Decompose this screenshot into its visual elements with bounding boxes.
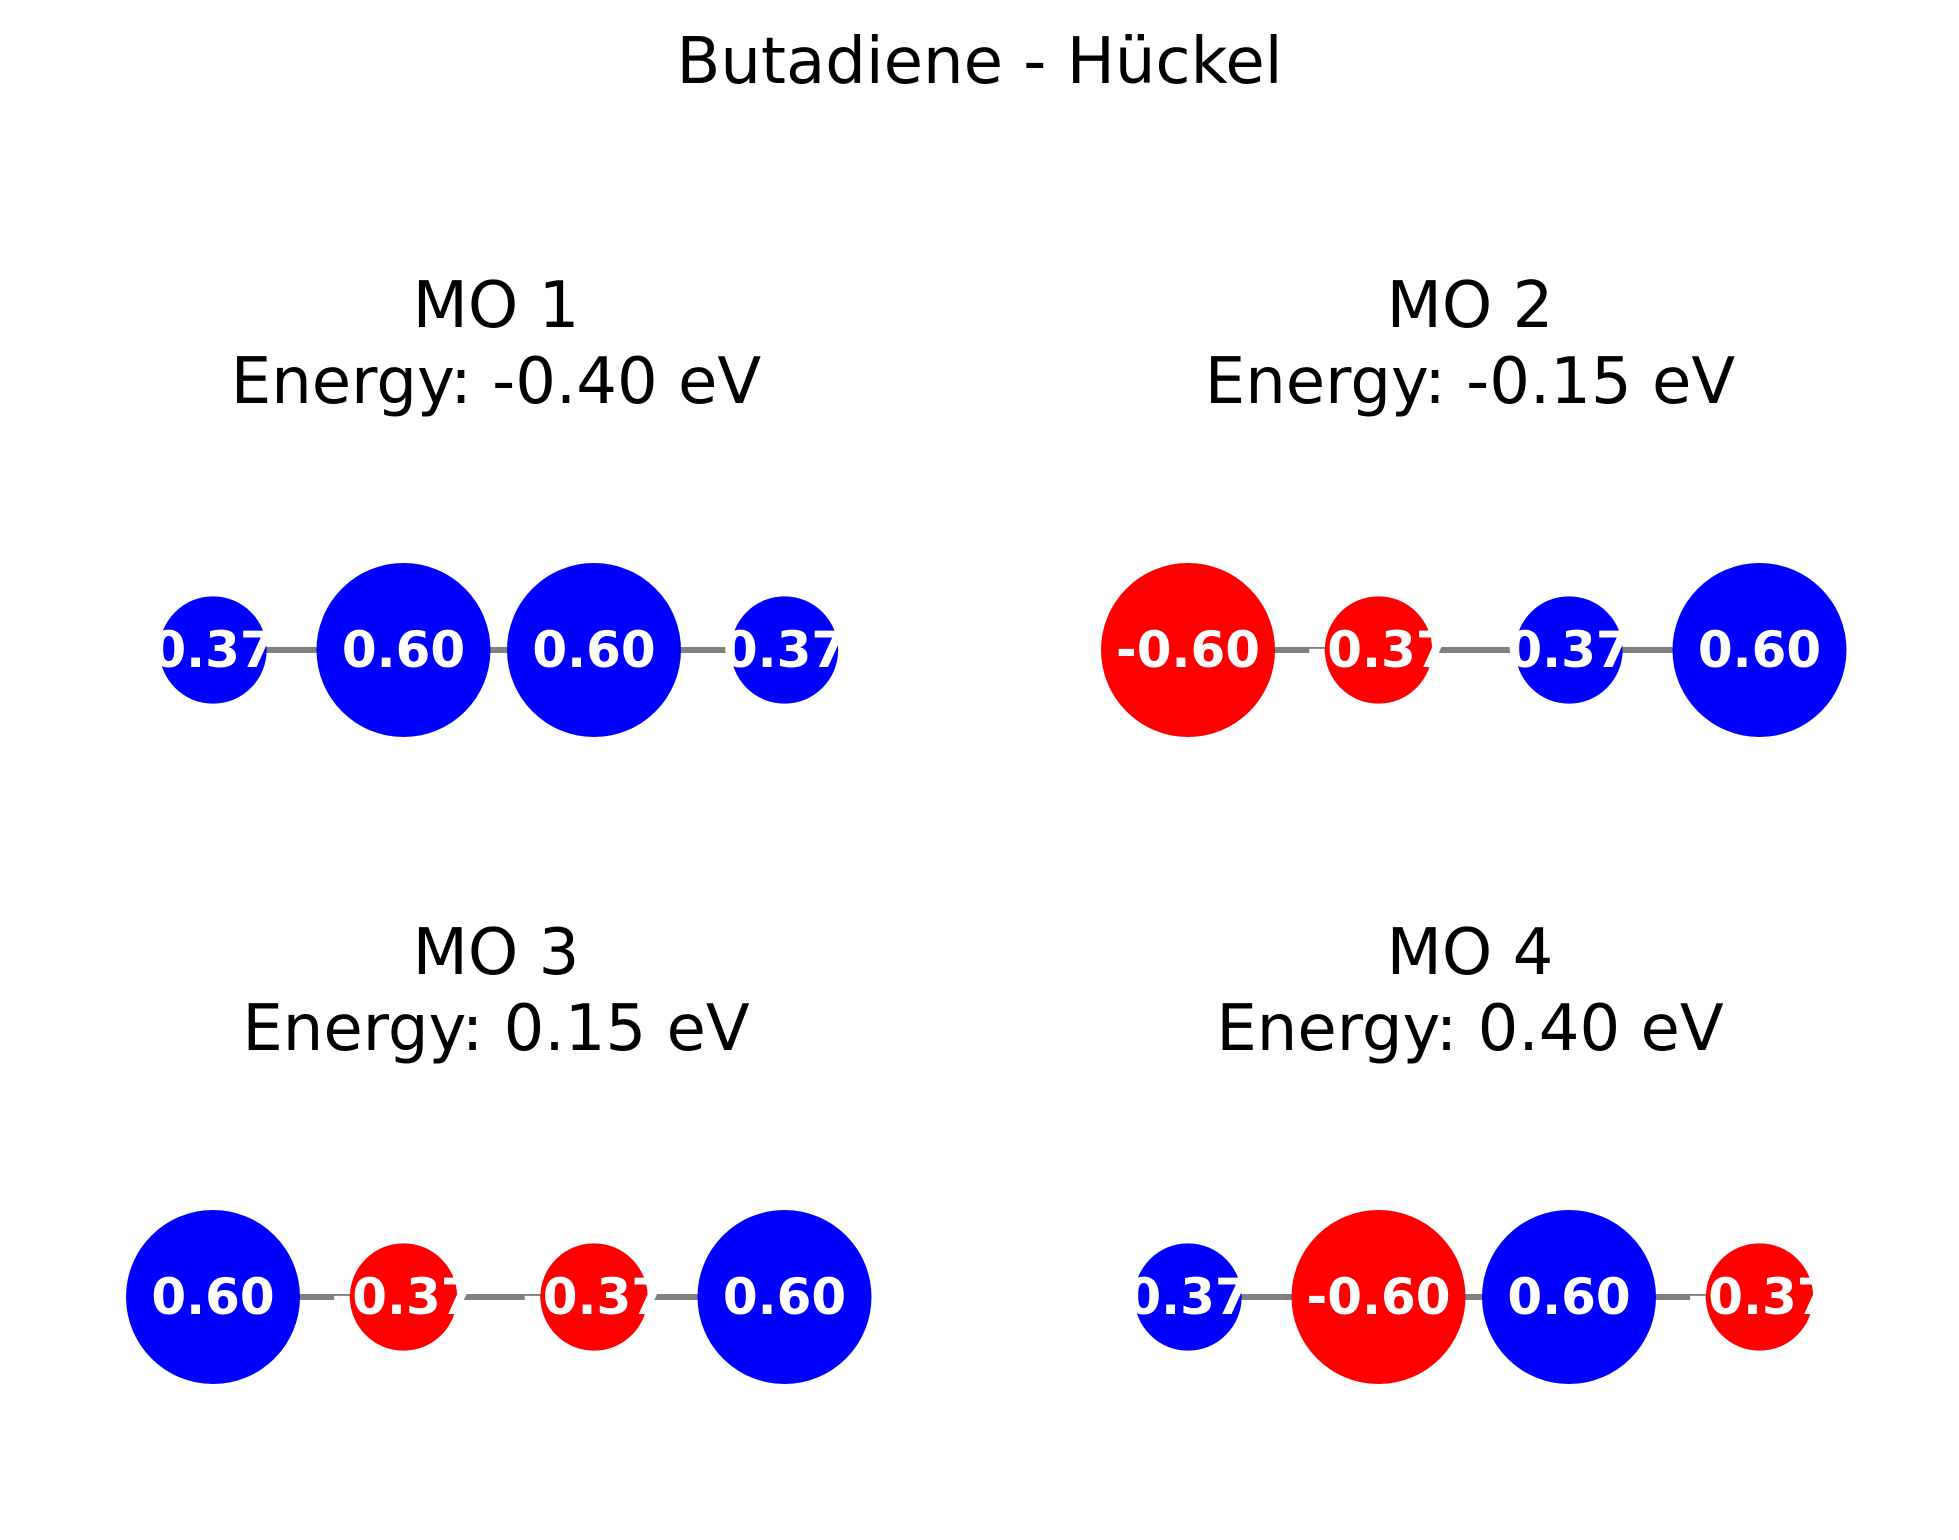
mo1-name: MO 1 — [412, 269, 580, 343]
atom-4-lobe — [1672, 563, 1847, 737]
atom-4-coefficient-label: 0.37 — [723, 621, 846, 679]
atom-1-coefficient-label: -0.60 — [1116, 621, 1260, 679]
mo2-title: MO 2 Energy: -0.15 eV — [1020, 268, 1920, 420]
mo2-name: MO 2 — [1386, 269, 1554, 343]
atom-4-coefficient-label: 0.60 — [1698, 621, 1821, 679]
atom-2-lobe — [1291, 1210, 1466, 1384]
figure-title: Butadiene - Hückel — [676, 25, 1283, 99]
atom-2-lobe — [1324, 596, 1433, 704]
atom-4-coefficient-label: -0.37 — [1687, 1268, 1831, 1326]
mo4-energy: Energy: 0.40 eV — [1216, 992, 1724, 1066]
atom-2-coefficient-label: -0.37 — [331, 1268, 475, 1326]
mo4-name: MO 4 — [1386, 916, 1554, 990]
atom-4-lobe — [730, 596, 839, 704]
atom-3-coefficient-label: 0.37 — [1507, 621, 1630, 679]
atom-3-coefficient-label: -0.37 — [522, 1268, 666, 1326]
atom-1-coefficient-label: 0.37 — [1126, 1268, 1249, 1326]
mo4-title: MO 4 Energy: 0.40 eV — [1020, 915, 1920, 1067]
atom-1-lobe — [1134, 1243, 1242, 1351]
atom-2-coefficient-label: -0.60 — [1306, 1268, 1450, 1326]
atom-3-lobe — [507, 563, 681, 737]
atom-1-lobe — [126, 1210, 300, 1384]
atom-4-lobe — [697, 1210, 872, 1384]
mo-3-diagram: 0.60 -0.37 -0.37 0.60 — [126, 1210, 872, 1384]
mo-1-diagram: 0.37 0.60 0.60 0.37 — [151, 563, 846, 737]
atom-3-coefficient-label: 0.60 — [1507, 1268, 1630, 1326]
atom-4-coefficient-label: 0.60 — [723, 1268, 846, 1326]
atom-4-lobe — [1705, 1243, 1814, 1351]
atom-2-lobe — [349, 1243, 458, 1351]
mo1-title: MO 1 Energy: -0.40 eV — [46, 268, 946, 420]
atom-1-coefficient-label: 0.60 — [151, 1268, 274, 1326]
atom-2-lobe — [316, 563, 491, 737]
mo-4-diagram: 0.37 -0.60 0.60 -0.37 — [1126, 1210, 1832, 1384]
atom-2-coefficient-label: 0.60 — [342, 621, 465, 679]
atom-1-lobe — [159, 596, 267, 704]
mo3-name: MO 3 — [412, 916, 580, 990]
mo1-energy: Energy: -0.40 eV — [230, 345, 762, 419]
atom-2-coefficient-label: -0.37 — [1306, 621, 1450, 679]
atom-3-coefficient-label: 0.60 — [532, 621, 655, 679]
atom-3-lobe — [1482, 1210, 1656, 1384]
atom-3-lobe — [1515, 596, 1623, 704]
mo-2-diagram: -0.60 -0.37 0.37 0.60 — [1101, 563, 1847, 737]
mo2-energy: Energy: -0.15 eV — [1204, 345, 1736, 419]
atom-3-lobe — [540, 1243, 648, 1351]
atom-1-coefficient-label: 0.37 — [151, 621, 274, 679]
atom-1-lobe — [1101, 563, 1275, 737]
mo3-energy: Energy: 0.15 eV — [242, 992, 750, 1066]
mo3-title: MO 3 Energy: 0.15 eV — [46, 915, 946, 1067]
